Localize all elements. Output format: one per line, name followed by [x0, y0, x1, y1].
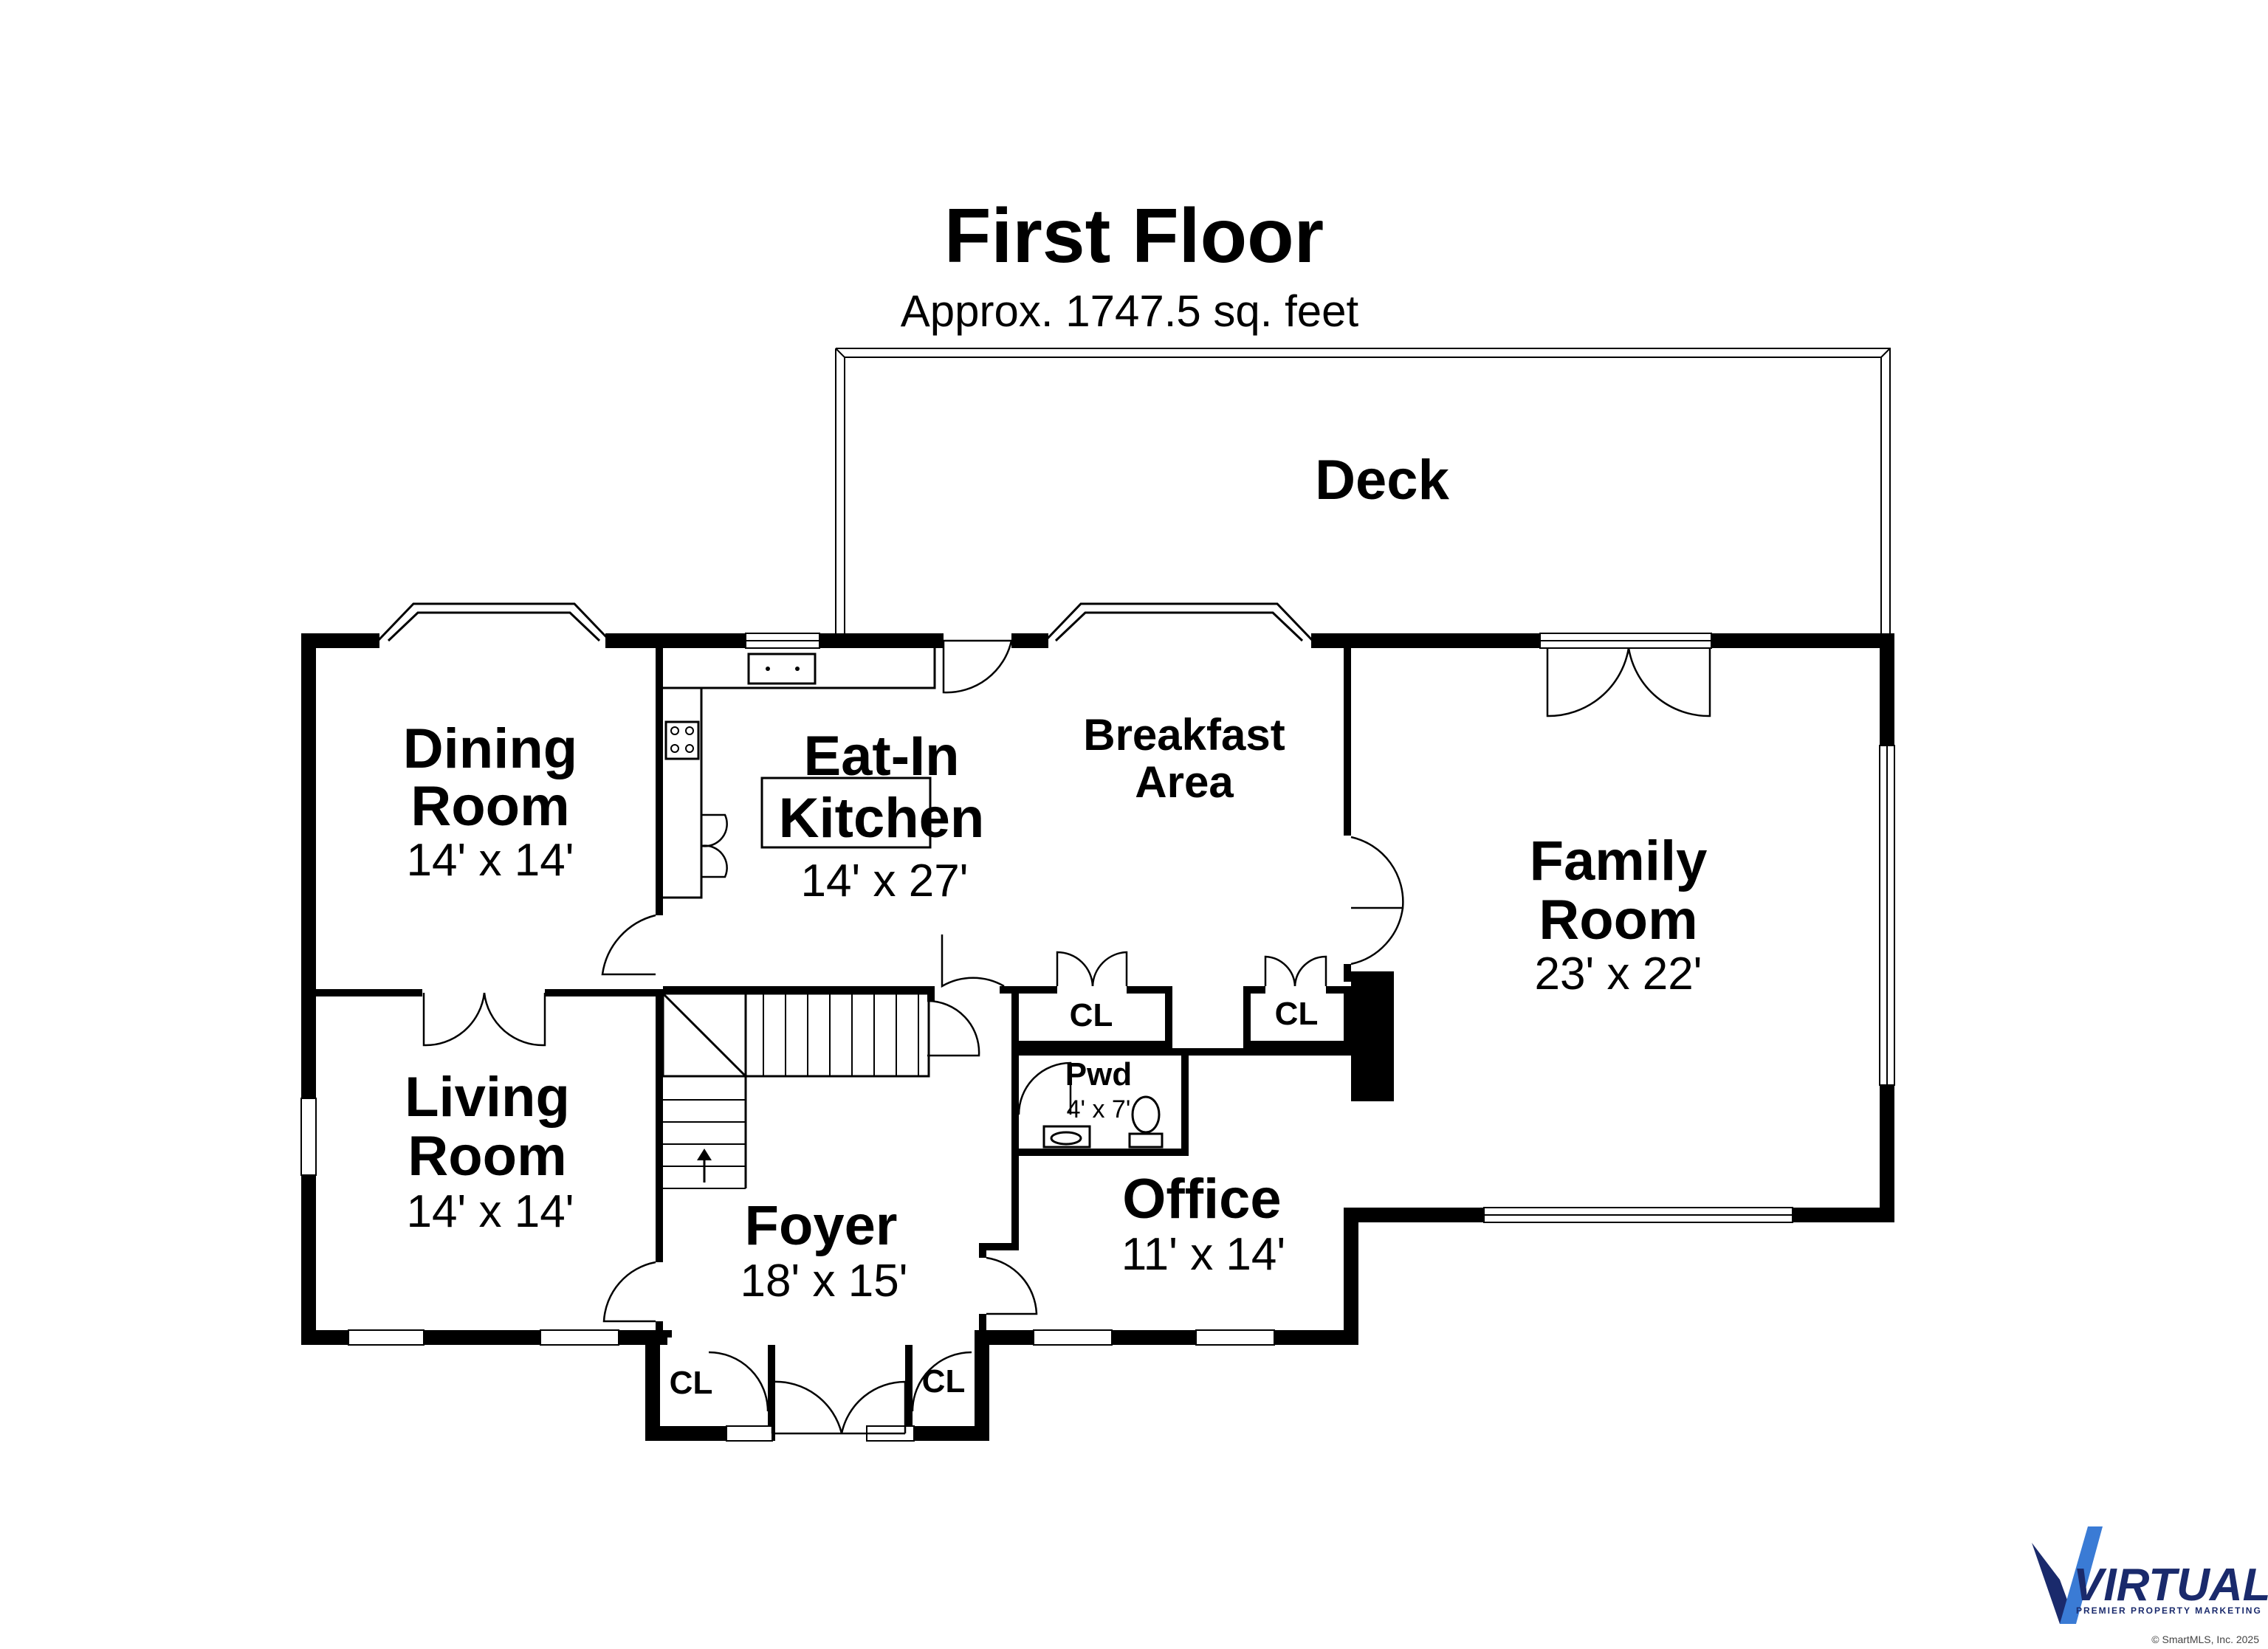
deck-label: Deck [1315, 449, 1449, 512]
copyright-text: © SmartMLS, Inc. 2025 [2151, 1633, 2259, 1645]
dining-room-dims: 14' x 14' [406, 835, 574, 886]
exterior-walls [301, 633, 1894, 1441]
kitchen-dims: 14' x 27' [800, 856, 968, 906]
breakfast-label-2: Area [1135, 757, 1234, 807]
living-room-label-1: Living [405, 1066, 570, 1129]
bay-windows [377, 602, 1314, 642]
doors [422, 639, 1711, 1435]
powder-fixtures [1042, 1095, 1164, 1149]
closet-label-hall: CL [1070, 997, 1113, 1033]
family-room-label-1: Family [1530, 830, 1708, 892]
foyer-dims: 18' x 15' [740, 1256, 907, 1307]
kitchen-fixtures [663, 641, 936, 899]
office-dims: 11' x 14' [1121, 1229, 1285, 1280]
interior-walls [316, 648, 1394, 1441]
family-room-dims: 23' x 22' [1534, 949, 1702, 999]
office-label: Office [1122, 1168, 1281, 1230]
powder-room-label: Pwd [1065, 1056, 1132, 1092]
windows [300, 633, 1895, 1442]
foyer-label: Foyer [745, 1194, 898, 1257]
floor-area: Approx. 1747.5 sq. feet [901, 286, 1359, 336]
logo-tagline: PREMIER PROPERTY MARKETING [2076, 1605, 2262, 1616]
virtual203-logo: VIRTUAL203 PREMIER PROPERTY MARKETING [2032, 1526, 2268, 1624]
logo-text: VIRTUAL203 [2073, 1560, 2268, 1611]
closet-label-entry-right: CL [922, 1363, 966, 1400]
kitchen-label-1: Eat-In [803, 725, 959, 788]
powder-room-dims: 4' x 7' [1067, 1095, 1131, 1123]
closet-label-entry-left: CL [670, 1365, 713, 1401]
family-room-label-2: Room [1539, 889, 1697, 951]
breakfast-label-1: Breakfast [1083, 710, 1285, 760]
closet-label-family: CL [1275, 996, 1319, 1032]
living-room-label-2: Room [408, 1125, 566, 1188]
living-room-dims: 14' x 14' [406, 1186, 574, 1237]
staircase [662, 992, 930, 1189]
deck [835, 348, 1891, 635]
floor-title: First Floor [944, 193, 1324, 279]
dining-room-label-1: Dining [403, 717, 577, 780]
dining-room-label-2: Room [410, 775, 569, 838]
kitchen-label-2: Kitchen [779, 787, 985, 850]
